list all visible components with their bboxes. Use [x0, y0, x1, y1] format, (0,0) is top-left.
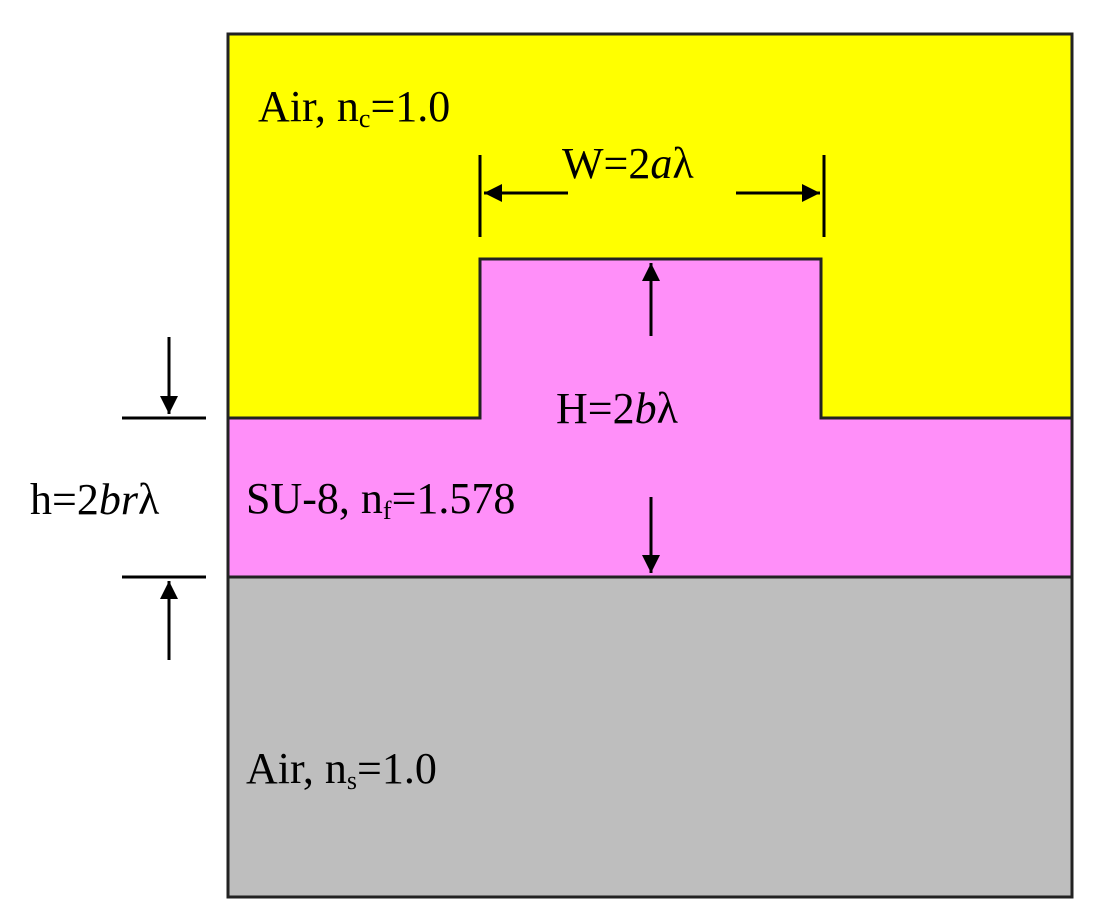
- width-label: W=2aλ: [562, 139, 694, 188]
- ridge-height-label: H=2bλ: [556, 384, 679, 433]
- width-dimension: [478, 155, 826, 237]
- diagram-frame: [226, 32, 1074, 899]
- substrate-region: [228, 577, 1072, 897]
- film-region: [228, 259, 1072, 577]
- cover-label: Air, nc=1.0: [258, 82, 450, 133]
- film-top-boundary: [228, 257, 1072, 420]
- film-thickness-label: h=2brλ: [30, 475, 160, 524]
- film-label: SU-8, nf=1.578: [246, 474, 515, 525]
- substrate-label: Air, ns=1.0: [246, 744, 437, 795]
- film-thickness-dimension: [122, 337, 206, 660]
